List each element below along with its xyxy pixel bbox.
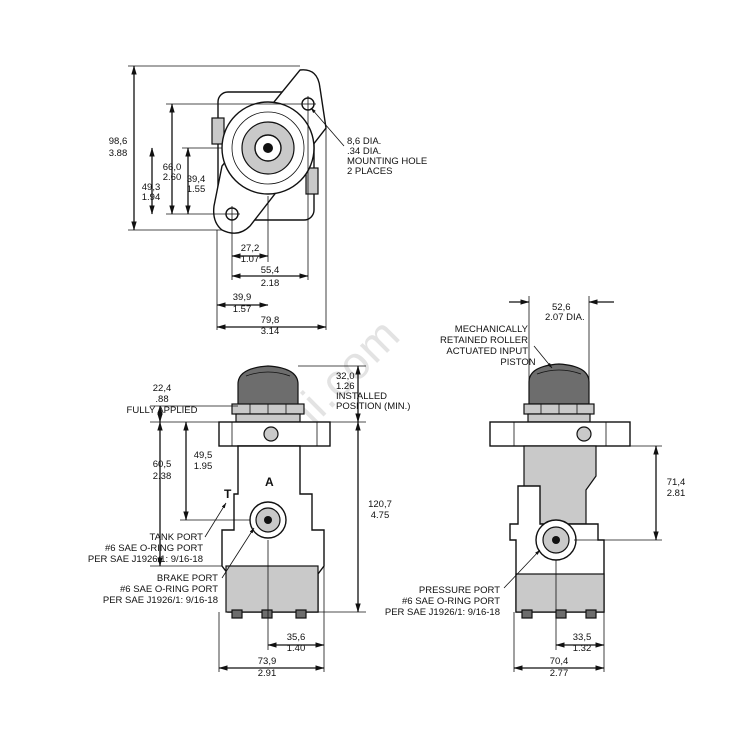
top-view: 98,6 3.88 66,0 2.60 49,3 1.94 39,4 1.55 … [109, 65, 427, 337]
dim-22-in: .88 [155, 394, 168, 405]
dim-49-in: 1.94 [142, 192, 161, 203]
dim-22-note: FULLY APPLIED [127, 405, 198, 416]
dim-32-note: INSTALLED [336, 391, 387, 402]
dim-52-mm: 52,6 [552, 302, 571, 313]
dim-120-in: 4.75 [371, 510, 390, 521]
dim-49-mm: 49,5 [194, 450, 213, 461]
dim-32-in: 1.26 [336, 381, 355, 392]
front-nut-lower [235, 413, 301, 423]
top-side-lug-right [305, 167, 319, 195]
pressure-port-1: PRESSURE PORT [419, 585, 500, 596]
port-a-label: A [265, 475, 274, 489]
top-piston-center [263, 143, 273, 153]
dim-55-in: 2.18 [261, 278, 280, 289]
hole-note-2: .34 DIA. [347, 146, 381, 157]
front-base [225, 565, 319, 613]
dim-66-mm: 66,0 [163, 162, 182, 173]
dim-60-mm: 60,5 [153, 459, 172, 470]
side-flange [489, 421, 631, 447]
dim-35-mm: 35,6 [287, 632, 306, 643]
pressure-port-3: PER SAE J1926/1: 9/16-18 [385, 607, 500, 618]
dim-33-in: 1.32 [573, 643, 592, 654]
dim-98-mm: 98,6 [109, 136, 128, 147]
hole-note-3: MOUNTING HOLE [347, 156, 427, 167]
dim-98-in: 3.88 [109, 148, 128, 159]
piston-note-2: RETAINED ROLLER [440, 335, 528, 346]
dim-120-mm: 120,7 [368, 499, 392, 510]
dim-39-mm: 39,4 [187, 174, 206, 185]
tank-port-1: TANK PORT [150, 532, 204, 543]
dim-71-mm: 71,4 [667, 477, 686, 488]
brake-port-3: PER SAE J1926/1: 9/16-18 [103, 595, 218, 606]
dim-73-mm: 73,9 [258, 656, 277, 667]
dim-39b-in: 1.57 [233, 304, 252, 315]
top-boss-ring [231, 111, 305, 185]
dim-32-note2: POSITION (MIN.) [336, 401, 410, 412]
dim-73-in: 2.91 [258, 668, 277, 679]
pressure-port-2: #6 SAE O-RING PORT [402, 596, 500, 607]
dim-22-mm: 22,4 [153, 383, 172, 394]
dim-71-in: 2.81 [667, 488, 686, 499]
dim-33-mm: 33,5 [573, 632, 592, 643]
brake-port-2: #6 SAE O-RING PORT [120, 584, 218, 595]
side-view: 52,6 2.07 DIA. MECHANICALLY RETAINED ROL… [385, 296, 685, 679]
dim-79-mm: 79,8 [261, 315, 280, 326]
side-base [515, 573, 605, 613]
front-view: 22,4 .88 FULLY APPLIED 32,0 1.26 INSTALL… [88, 365, 410, 679]
piston-note-4: PISTON [500, 357, 535, 368]
front-dome [237, 365, 299, 407]
dim-32-mm: 32,0 [336, 371, 355, 382]
dim-35-in: 1.40 [287, 643, 306, 654]
hole-note-1: 8,6 DIA. [347, 136, 381, 147]
dim-70-mm: 70,4 [550, 656, 569, 667]
dim-60-in: 2.38 [153, 471, 172, 482]
piston-note-1: MECHANICALLY [455, 324, 529, 335]
dim-66-in: 2.60 [163, 172, 182, 183]
dim-39b-mm: 39,9 [233, 292, 252, 303]
dim-79-in: 3.14 [261, 326, 280, 337]
tank-port-2: #6 SAE O-RING PORT [105, 543, 203, 554]
brake-port-1: BRAKE PORT [157, 573, 218, 584]
tank-port-3: PER SAE J1926/1: 9/16-18 [88, 554, 203, 565]
dim-70-in: 2.77 [550, 668, 569, 679]
top-side-lug-left [211, 117, 225, 145]
piston-note-3: ACTUATED INPUT [446, 346, 528, 357]
dim-27-in: 1.07 [241, 254, 260, 265]
dim-55-mm: 55,4 [261, 265, 280, 276]
dim-49-in: 1.95 [194, 461, 213, 472]
dim-39-in: 1.55 [187, 184, 206, 195]
dim-49-mm: 49,3 [142, 182, 161, 193]
dim-52-in: 2.07 DIA. [545, 312, 585, 323]
port-t-label: T [224, 487, 232, 501]
hole-note-4: 2 PLACES [347, 166, 392, 177]
dim-27-mm: 27,2 [241, 243, 260, 254]
